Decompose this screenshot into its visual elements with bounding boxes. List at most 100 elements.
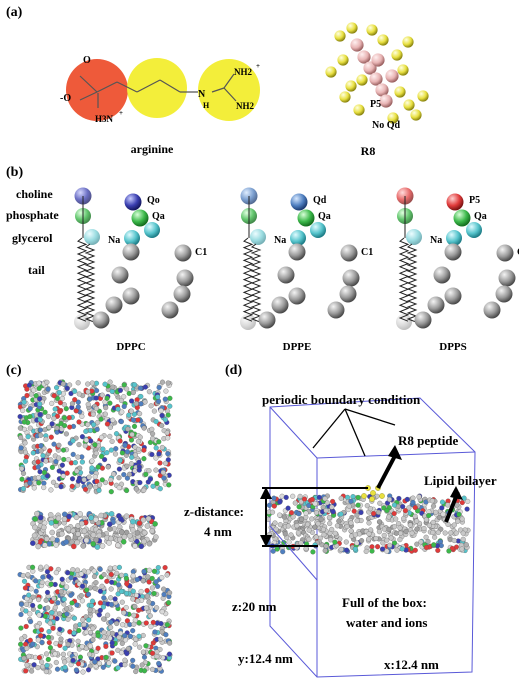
tail-bead xyxy=(277,266,295,284)
lipid-bead xyxy=(375,544,381,550)
lipid-bead xyxy=(97,566,103,572)
lipid-bead xyxy=(119,599,125,605)
lipid-bead xyxy=(45,656,51,662)
lipid-bead xyxy=(47,448,53,454)
lipid-bead xyxy=(18,601,25,607)
glycerol-bead-label: Na xyxy=(274,235,286,246)
lipid-bead xyxy=(95,464,101,470)
lipid-bead xyxy=(377,500,383,506)
lipid-bead xyxy=(23,608,29,614)
row-label-phosphate: phosphate xyxy=(6,208,59,222)
lipid-bead xyxy=(104,395,110,401)
lipid-bead xyxy=(157,486,163,492)
lipid-bead xyxy=(156,660,162,667)
lipid-bead xyxy=(21,399,27,405)
lipid-bead xyxy=(134,530,141,536)
lipid-bead xyxy=(129,398,135,404)
lipid-bead xyxy=(130,596,136,602)
lipid-bead xyxy=(159,412,165,419)
tail-chain xyxy=(250,243,262,323)
lipid-bead xyxy=(18,641,24,647)
lipid-bead xyxy=(445,502,451,508)
lipid-bead xyxy=(116,564,122,570)
lipid-bead xyxy=(72,397,78,403)
lipid-bead xyxy=(84,587,90,593)
lipid-bead xyxy=(81,621,87,627)
lipid-bead xyxy=(159,609,165,615)
lipid-bead xyxy=(38,432,44,438)
lipid-bead xyxy=(31,387,37,393)
lipid-bead xyxy=(322,496,328,502)
lipid-bead xyxy=(320,526,327,532)
lipid-bead xyxy=(133,486,139,492)
lipid-bead xyxy=(149,426,155,432)
lipid-bead xyxy=(43,669,49,675)
lipid-bead xyxy=(33,588,39,594)
tail-bead xyxy=(495,285,513,303)
lipid-bead xyxy=(146,389,152,395)
r8-backbone-bead xyxy=(363,61,377,75)
lipid-bead xyxy=(82,443,88,449)
lipid-name: DPPE xyxy=(283,341,312,353)
r8-sidechain-bead xyxy=(417,90,429,102)
lipid-bead xyxy=(436,514,442,520)
lipid-bead xyxy=(70,657,76,663)
lipid-bead xyxy=(158,408,164,414)
lipid-bead xyxy=(109,630,116,636)
lipid-bead xyxy=(426,522,432,528)
lipid-bead xyxy=(459,546,465,552)
lipid-bead xyxy=(433,509,439,515)
lipid-bead xyxy=(35,543,41,550)
lipid-bead xyxy=(64,611,70,617)
lipid-bead xyxy=(43,597,49,603)
lipid-bead xyxy=(426,513,432,519)
lipid-bead xyxy=(69,476,76,482)
arg-atom-h: H xyxy=(203,101,210,110)
lipid-bead xyxy=(136,607,142,613)
lipid-bead xyxy=(87,651,93,657)
row-label-tail: tail xyxy=(28,263,45,277)
lipid-bead xyxy=(412,547,418,553)
lipid-bead xyxy=(423,517,429,523)
lipid-bead xyxy=(133,668,139,675)
lipid-bead xyxy=(439,505,445,511)
lipid-bead xyxy=(43,651,50,657)
lipid-bead xyxy=(336,518,342,524)
head-bead xyxy=(290,193,308,211)
lipid-bead xyxy=(61,415,67,421)
lipid-bead xyxy=(159,444,165,451)
lipid-bead xyxy=(115,542,121,549)
lipid-bead xyxy=(63,406,69,412)
lipid-bead xyxy=(153,445,159,451)
lipid-bead xyxy=(354,512,360,518)
lipid-bead xyxy=(138,393,144,400)
lipid-bead xyxy=(270,548,276,554)
lipid-bead xyxy=(423,534,429,540)
lipid-bead xyxy=(306,536,312,542)
lipid-bead xyxy=(109,640,115,646)
lipid-bead xyxy=(367,506,373,512)
lipid-bead xyxy=(69,401,76,407)
lipid-bead xyxy=(60,473,66,479)
lipid-bead xyxy=(95,419,101,425)
lipid-bead xyxy=(397,537,403,543)
lipid-bead xyxy=(40,664,46,670)
lipid-bead xyxy=(87,483,93,489)
lipid-bead xyxy=(75,531,81,537)
lipid-bead xyxy=(328,537,334,543)
lipid-bead xyxy=(148,403,154,409)
lipid-bead xyxy=(144,593,150,599)
lipid-bead xyxy=(364,503,370,509)
arg-atom-nh2-top: NH2 xyxy=(234,67,253,77)
lipid-bead xyxy=(456,511,462,517)
lipid-bead xyxy=(151,590,157,597)
arg-atom-h3n-charge: + xyxy=(119,109,123,117)
lipid-bead xyxy=(26,653,32,659)
tail-bead xyxy=(161,301,179,319)
lipid-bead xyxy=(159,423,165,429)
lipid-bead xyxy=(119,409,125,415)
lipid-bead xyxy=(92,442,98,448)
lipid-bead xyxy=(163,632,169,638)
lipid-bead xyxy=(86,474,92,480)
